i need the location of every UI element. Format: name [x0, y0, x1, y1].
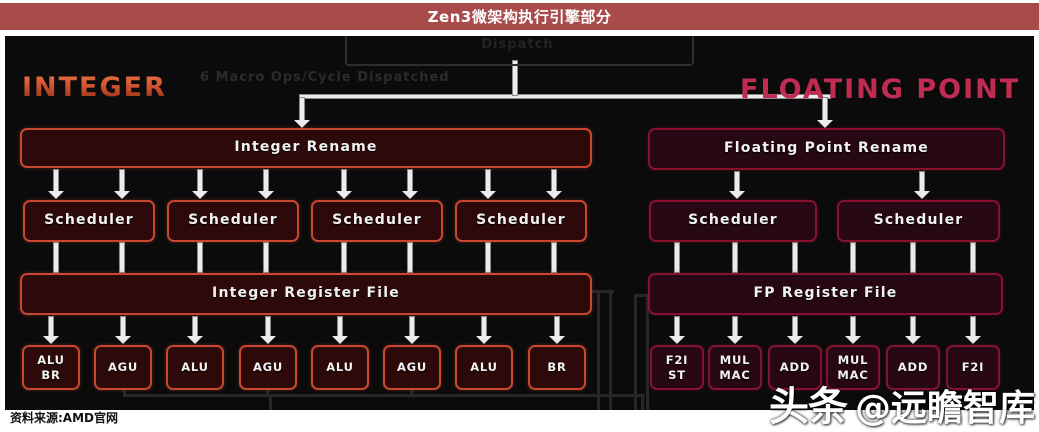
floating-point-section-heading: FLOATING POINT [740, 74, 1021, 105]
flow-arrow [402, 169, 418, 199]
flow-arrow [192, 169, 208, 199]
flow-arrow [727, 316, 743, 344]
flow-arrow [546, 169, 562, 199]
load-store-bus-line [123, 389, 126, 397]
integer-exec-unit-alu-1: ALU [166, 345, 224, 390]
integer-exec-unit-br: BR [528, 345, 586, 390]
flow-arrow [480, 169, 496, 199]
integer-exec-unit-alu-2: ALU [311, 345, 369, 390]
fp-register-file-box: FP Register File [648, 273, 1003, 315]
fp-exec-unit-f2i: F2I [946, 345, 1000, 390]
flow-arrow [549, 316, 565, 344]
fp-rename-box: Floating Point Rename [648, 128, 1005, 170]
flow-line [970, 242, 976, 273]
flow-arrow [332, 316, 348, 344]
integer-exec-unit-alu-br: ALU BR [22, 345, 80, 390]
flow-arrow [114, 169, 130, 199]
load-store-bus-line [269, 394, 272, 410]
integer-exec-unit-agu-2: AGU [239, 345, 297, 390]
load-store-bus-line [609, 290, 612, 410]
flow-arrow [258, 169, 274, 199]
flow-line [263, 242, 269, 273]
dispatch-rail [299, 94, 831, 99]
flow-arrow [965, 316, 981, 344]
flow-line [197, 242, 203, 273]
flow-arrow [729, 171, 745, 199]
integer-rename-label: Integer Rename [234, 139, 378, 156]
watermark: 头条@远瞻智库 [769, 374, 1035, 432]
watermark-brand: 头条 [768, 384, 848, 430]
fp-scheduler-box-1: Scheduler [649, 200, 817, 242]
flow-arrow [914, 171, 930, 199]
fp-exec-unit-mul-mac-2: MUL MAC [826, 345, 880, 390]
integer-section-heading: INTEGER [22, 72, 167, 103]
integer-scheduler-box-2: Scheduler [167, 200, 299, 242]
fp-scheduler-box-2: Scheduler [837, 200, 1000, 242]
load-store-bus-line [597, 290, 600, 410]
flow-line [407, 242, 413, 273]
flow-arrow [48, 169, 64, 199]
flow-line [341, 242, 347, 273]
source-note: 资料来源:AMD官网 [10, 411, 118, 425]
integer-scheduler-box-1: Scheduler [23, 200, 155, 242]
integer-rename-box: Integer Rename [20, 128, 592, 168]
fp-exec-unit-add-1: ADD [768, 345, 822, 390]
flow-line [850, 242, 856, 273]
flow-line [792, 242, 798, 273]
load-store-bus-line [641, 394, 644, 410]
integer-scheduler-box-3: Scheduler [311, 200, 443, 242]
integer-register-file-box: Integer Register File [20, 273, 592, 315]
flow-arrow [817, 97, 833, 128]
page-title: Zen3微架构执行引擎部分 [427, 8, 612, 26]
flow-arrow [187, 316, 203, 344]
flow-arrow [115, 316, 131, 344]
dispatch-box [345, 36, 694, 66]
flow-line [119, 242, 125, 273]
flow-arrow [787, 316, 803, 344]
watermark-handle: @远瞻智库 [854, 388, 1035, 429]
flow-line [485, 242, 491, 273]
load-store-bus-line [646, 294, 649, 410]
flow-line [910, 242, 916, 273]
integer-exec-unit-alu-3: ALU [455, 345, 513, 390]
flow-arrow [669, 316, 685, 344]
load-store-bus-line [592, 290, 614, 293]
flow-line [53, 242, 59, 273]
flow-line [732, 242, 738, 273]
fp-exec-unit-f2i-st: F2I ST [650, 345, 704, 390]
flow-arrow [404, 316, 420, 344]
title-bar: Zen3微架构执行引擎部分 [0, 3, 1039, 30]
flow-arrow [336, 169, 352, 199]
load-store-bus-line [266, 389, 269, 397]
fp-exec-unit-mul-mac-1: MUL MAC [708, 345, 762, 390]
flow-arrow [294, 97, 310, 128]
flow-arrow [43, 316, 59, 344]
flow-line [551, 242, 557, 273]
load-store-bus-line [634, 294, 650, 297]
integer-exec-unit-agu-1: AGU [94, 345, 152, 390]
load-store-bus-line [634, 294, 637, 410]
integer-exec-unit-agu-3: AGU [383, 345, 441, 390]
fp-exec-unit-add-2: ADD [886, 345, 940, 390]
flow-arrow [845, 316, 861, 344]
load-store-bus-line [410, 389, 413, 397]
flow-arrow [905, 316, 921, 344]
load-store-bus-line [123, 394, 645, 397]
flow-line [674, 242, 680, 273]
dispatch-label: Dispatch [481, 37, 554, 52]
architecture-diagram: Dispatch 6 Macro Ops/Cycle Dispatched IN… [5, 36, 1034, 410]
flow-arrow [260, 316, 276, 344]
dispatch-rate-note: 6 Macro Ops/Cycle Dispatched [200, 70, 450, 85]
flow-arrow [476, 316, 492, 344]
dispatch-drop-line [512, 60, 518, 96]
connector-layer [5, 36, 1034, 410]
integer-scheduler-box-4: Scheduler [455, 200, 587, 242]
